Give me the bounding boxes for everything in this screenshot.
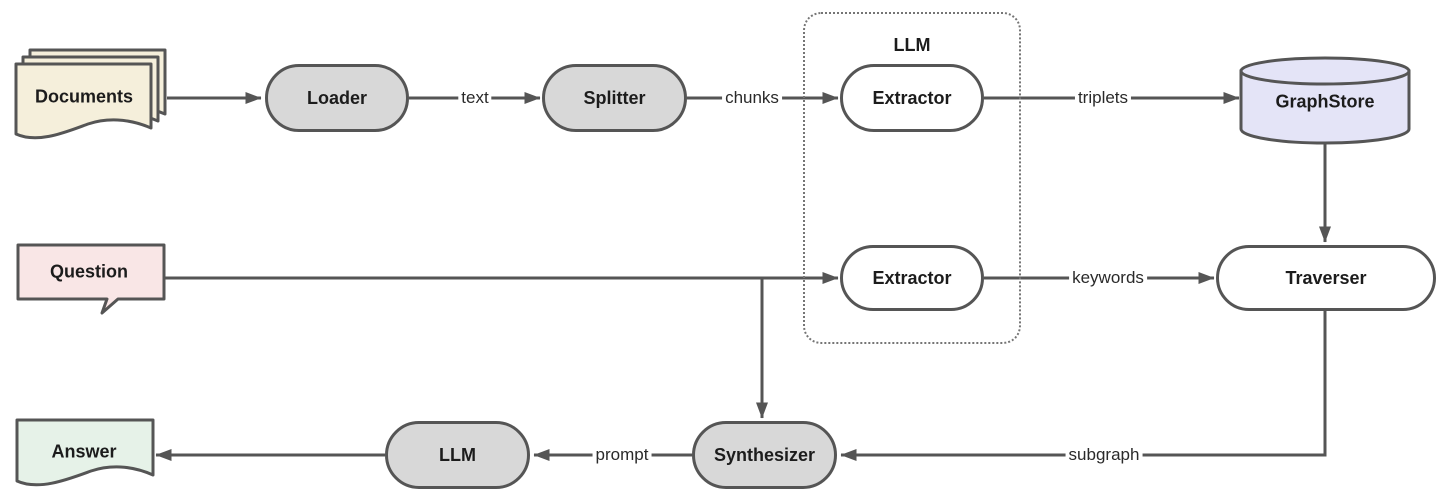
node-traverser: Traverser <box>1216 245 1436 311</box>
node-extractor-bottom: Extractor <box>840 245 984 311</box>
edge-label-prompt: prompt <box>592 445 652 465</box>
edge-traverser-synthesizer <box>840 311 1327 461</box>
question-bubble <box>16 243 166 315</box>
node-loader-label: Loader <box>306 87 367 108</box>
documents-page-front <box>14 62 153 140</box>
node-splitter: Splitter <box>542 64 687 132</box>
node-documents-label: Documents <box>34 86 134 107</box>
node-loader: Loader <box>265 64 409 132</box>
node-extractor-bottom-label: Extractor <box>872 267 952 288</box>
edge-label-triplets: triplets <box>1074 88 1132 108</box>
documents-shape <box>14 48 167 140</box>
node-llm-label: LLM <box>439 444 476 465</box>
node-llm: LLM <box>385 421 530 489</box>
node-graphstore-label: GraphStore <box>1275 91 1375 112</box>
node-extractor-top: Extractor <box>840 64 984 132</box>
edge-label-subgraph: subgraph <box>1065 445 1143 465</box>
graphstore-top <box>1239 56 1411 86</box>
edge-label-chunks: chunks <box>722 88 782 108</box>
node-synthesizer: Synthesizer <box>692 421 837 489</box>
node-question-label: Question <box>49 261 129 282</box>
node-synthesizer-label: Synthesizer <box>713 444 816 465</box>
graphstore-body <box>1239 69 1411 145</box>
group-llm-title: LLM <box>893 35 931 55</box>
answer-shape <box>15 418 155 487</box>
question-shape <box>16 243 166 315</box>
node-traverser-label: Traverser <box>1285 267 1367 288</box>
graphstore-shape <box>1239 56 1411 145</box>
node-extractor-top-label: Extractor <box>872 87 952 108</box>
group-llm: LLM <box>803 12 1021 344</box>
answer-document <box>15 418 155 487</box>
edge-label-text: text <box>458 88 492 108</box>
node-answer-label: Answer <box>51 441 117 462</box>
node-splitter-label: Splitter <box>583 87 646 108</box>
edge-label-keywords: keywords <box>1069 268 1147 288</box>
